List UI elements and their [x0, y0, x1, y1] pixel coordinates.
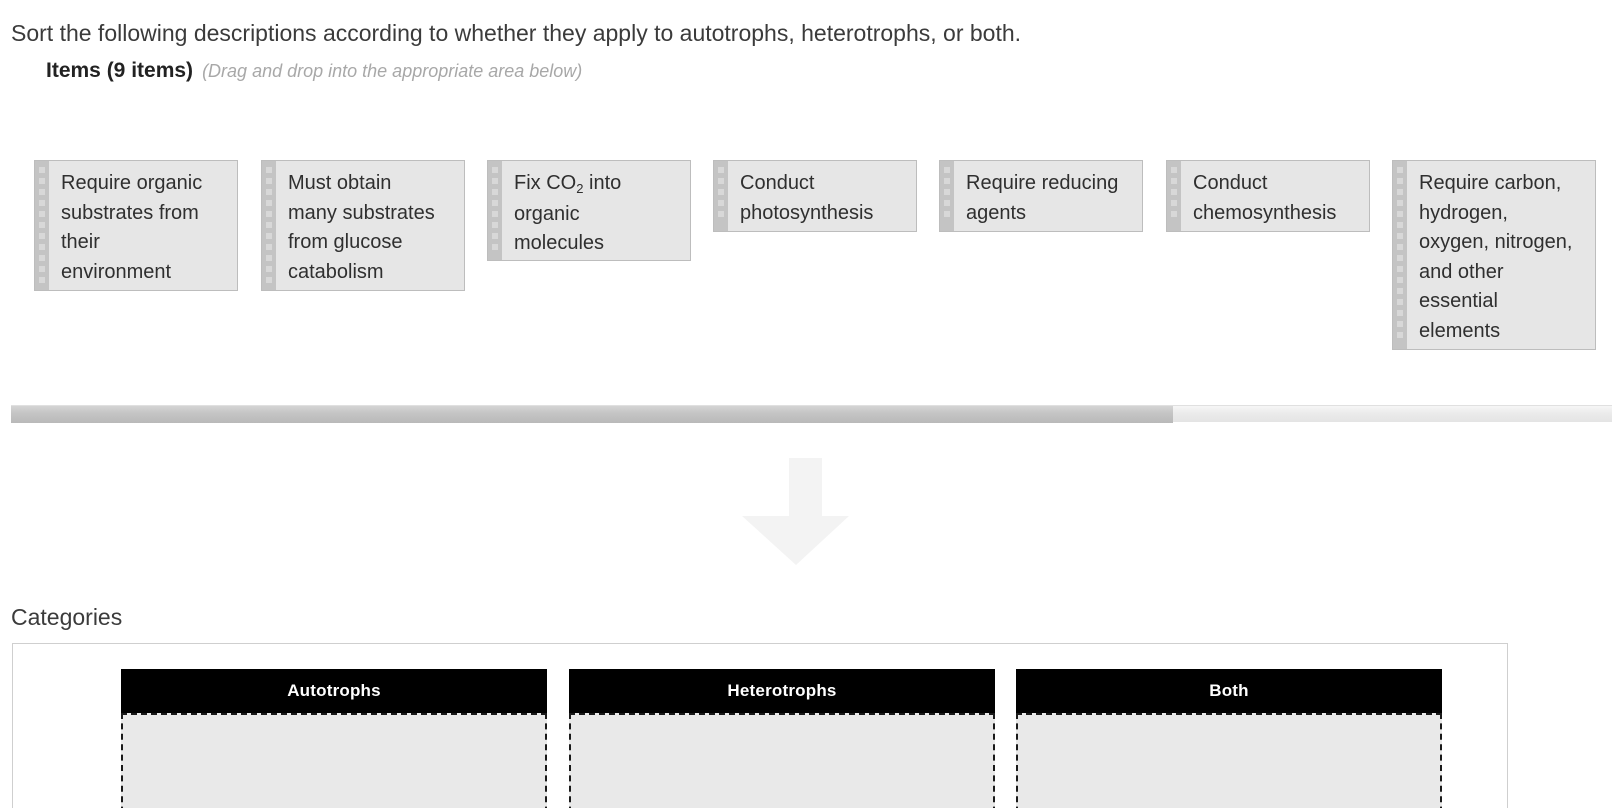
category-dropzone[interactable]	[121, 713, 547, 808]
categories-heading: Categories	[11, 604, 123, 630]
draggable-item[interactable]: Must obtain many substrates from glucose…	[261, 160, 465, 291]
page-title: Sort the following descriptions accordin…	[11, 20, 1022, 46]
down-arrow-shaft	[789, 458, 822, 520]
draggable-item[interactable]: Require reducing agents	[939, 160, 1143, 232]
category-header: Autotrophs	[121, 669, 547, 713]
category-column: Autotrophs	[121, 669, 547, 808]
draggable-item[interactable]: Require organic substrates from their en…	[34, 160, 238, 291]
draggable-item[interactable]: Conduct photosynthesis	[713, 160, 917, 232]
draggable-item-label: Must obtain many substrates from glucose…	[276, 161, 464, 290]
drag-handle-icon[interactable]	[940, 161, 954, 231]
items-scrollbar-thumb[interactable]	[11, 406, 1173, 423]
draggable-item-label: Require organic substrates from their en…	[49, 161, 237, 290]
categories-panel: Autotrophs Heterotrophs Both	[12, 643, 1508, 808]
down-arrow-head	[742, 516, 849, 565]
category-column: Both	[1016, 669, 1442, 808]
drag-handle-icon[interactable]	[35, 161, 49, 290]
drag-handle-icon[interactable]	[1393, 161, 1407, 349]
category-column: Heterotrophs	[569, 669, 995, 808]
draggable-item[interactable]: Require carbon, hydrogen, oxygen, nitrog…	[1392, 160, 1596, 350]
items-count-label: Items (9 items)	[46, 59, 194, 82]
drag-handle-icon[interactable]	[488, 161, 502, 260]
drag-handle-icon[interactable]	[262, 161, 276, 290]
items-header: Items (9 items) (Drag and drop into the …	[46, 57, 582, 85]
items-tray: Require organic substrates from their en…	[0, 160, 1612, 385]
category-header: Heterotrophs	[569, 669, 995, 713]
draggable-item-label: Require reducing agents	[954, 161, 1142, 231]
category-header: Both	[1016, 669, 1442, 713]
drag-handle-icon[interactable]	[714, 161, 728, 231]
down-arrow-icon	[742, 458, 849, 565]
draggable-item-label: Conduct photosynthesis	[728, 161, 916, 231]
draggable-item-label: Require carbon, hydrogen, oxygen, nitrog…	[1407, 161, 1595, 349]
draggable-item-label: Conduct chemosynthesis	[1181, 161, 1369, 231]
draggable-item[interactable]: Conduct chemosynthesis	[1166, 160, 1370, 232]
items-scrollbar-track[interactable]	[11, 405, 1612, 423]
drag-handle-icon[interactable]	[1167, 161, 1181, 231]
drag-drop-hint: (Drag and drop into the appropriate area…	[202, 61, 583, 81]
category-dropzone[interactable]	[1016, 713, 1442, 808]
category-dropzone[interactable]	[569, 713, 995, 808]
